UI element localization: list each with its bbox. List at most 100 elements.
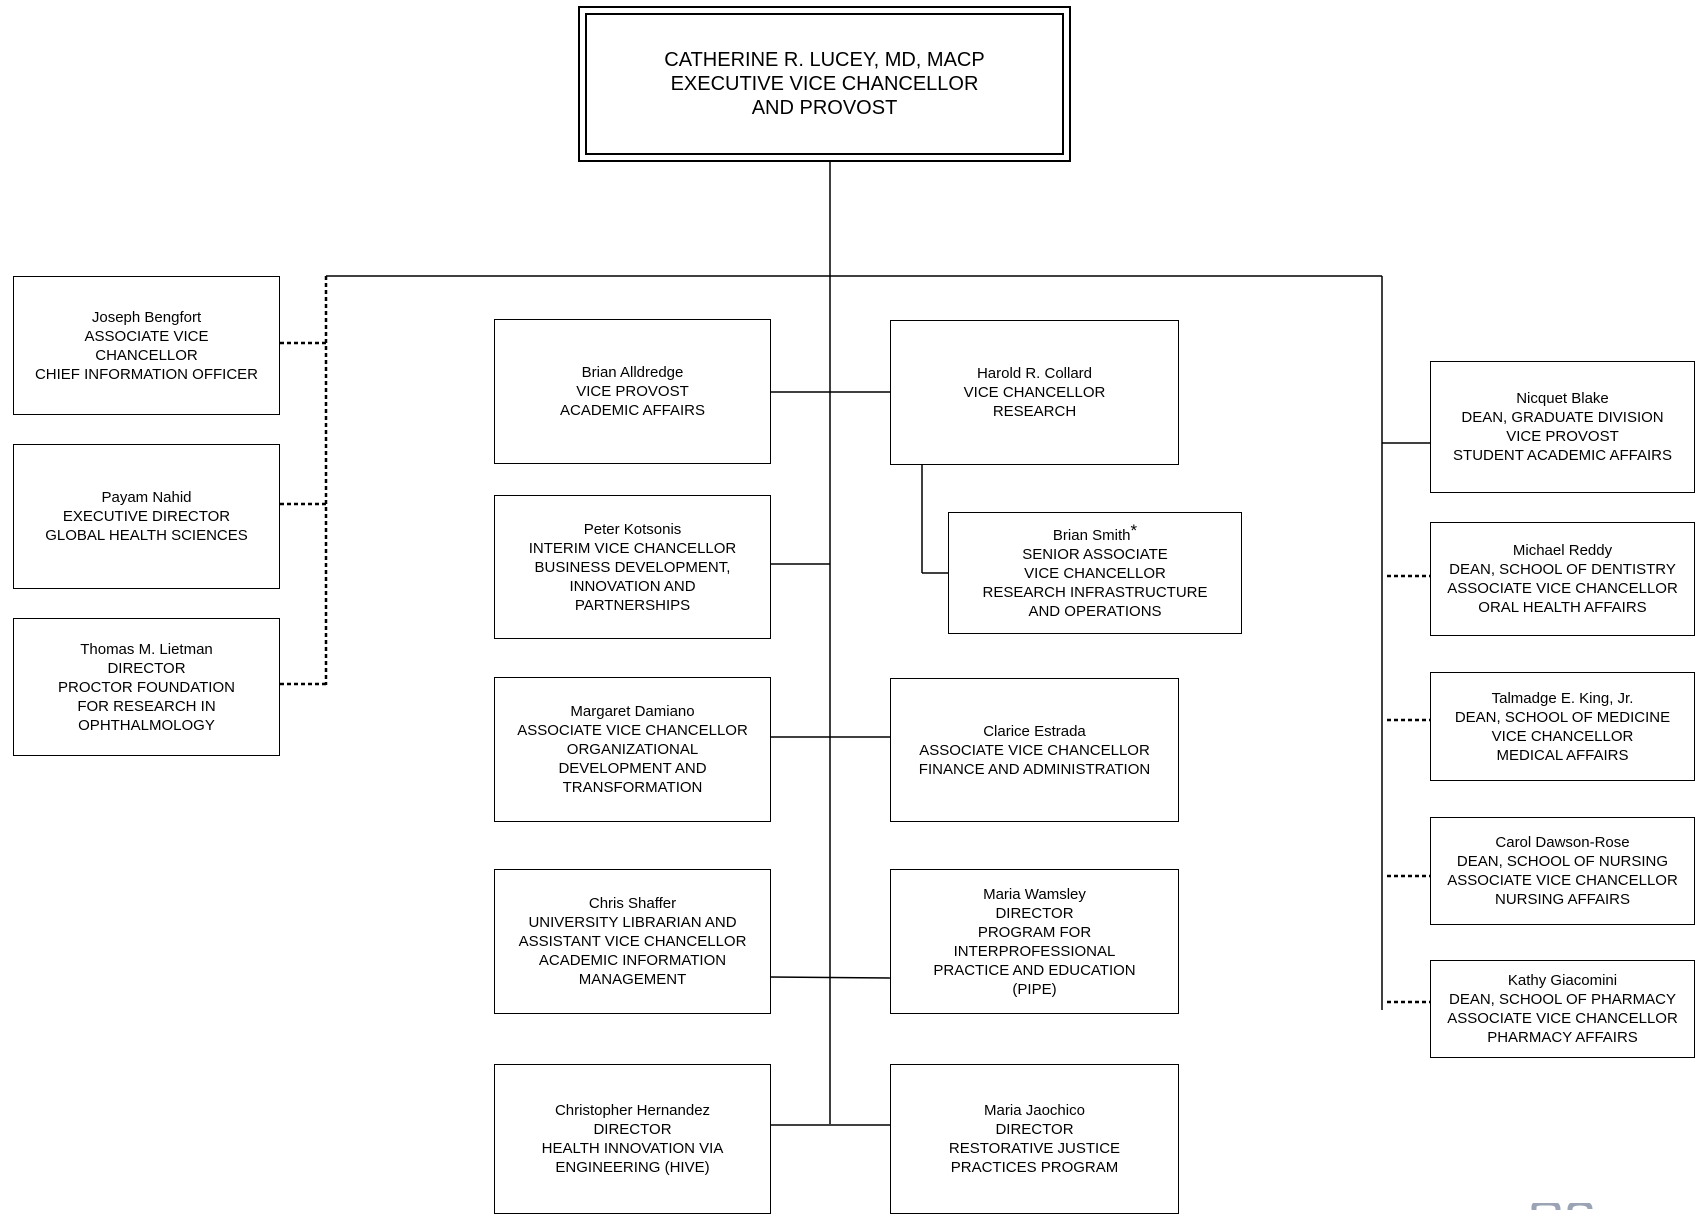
- dawson-rose-box: Carol Dawson-Rose DEAN, SCHOOL OF NURSIN…: [1430, 817, 1695, 925]
- lietman-box: Thomas M. Lietman DIRECTOR PROCTOR FOUND…: [13, 618, 280, 756]
- title-line: RESEARCH INFRASTRUCTURE: [982, 583, 1208, 601]
- person-name: Kathy Giacomini: [1507, 972, 1618, 989]
- title-line: DEAN, SCHOOL OF PHARMACY: [1449, 991, 1676, 1008]
- title-line: TRANSFORMATION: [562, 779, 703, 796]
- title-line: STUDENT ACADEMIC AFFAIRS: [1453, 447, 1672, 464]
- title-line: DIRECTOR: [995, 1121, 1074, 1138]
- title-line: PROGRAM FOR: [977, 923, 1092, 941]
- title-line: FOR RESEARCH IN: [77, 697, 216, 715]
- title-line: VICE CHANCELLOR: [1024, 564, 1166, 582]
- top-line-1: CATHERINE R. LUCEY, MD, MACP: [664, 49, 985, 71]
- title-line: RESEARCH: [992, 403, 1077, 420]
- person-name: Christopher Hernandez: [554, 1102, 711, 1119]
- title-line: CHIEF INFORMATION OFFICER: [34, 365, 259, 383]
- person-name: Joseph Bengfort: [91, 308, 202, 326]
- person-name: Chris Shaffer: [588, 895, 677, 912]
- title-line: GLOBAL HEALTH SCIENCES: [45, 527, 248, 544]
- person-name: Brian Alldredge: [581, 364, 684, 381]
- title-line: BUSINESS DEVELOPMENT,: [534, 558, 731, 576]
- person-name: Maria Wamsley: [983, 885, 1086, 903]
- title-line: DEAN, SCHOOL OF NURSING: [1456, 853, 1669, 870]
- title-line: MANAGEMENT: [578, 971, 687, 988]
- damiano-box: Margaret Damiano ASSOCIATE VICE CHANCELL…: [494, 677, 771, 822]
- logo-shape-icon: [1531, 1200, 1593, 1210]
- title-line: RESTORATIVE JUSTICE: [948, 1140, 1121, 1157]
- title-line: VICE PROVOST: [1506, 428, 1619, 445]
- title-line: ASSOCIATE VICE CHANCELLOR: [919, 741, 1150, 759]
- title-line: VICE PROVOST: [576, 383, 689, 400]
- title-line: DEAN, SCHOOL OF MEDICINE: [1454, 708, 1671, 726]
- title-line: INTERIM VICE CHANCELLOR: [528, 539, 737, 557]
- title-line: ASSOCIATE VICE CHANCELLOR: [1447, 1010, 1678, 1027]
- title-line: ASSOCIATE VICE: [84, 327, 209, 345]
- title-line: ACADEMIC INFORMATION: [538, 952, 727, 969]
- title-line: DIRECTOR: [593, 1121, 672, 1138]
- title-line: FINANCE AND ADMINISTRATION: [918, 760, 1151, 778]
- kotsonis-box: Peter Kotsonis INTERIM VICE CHANCELLOR B…: [494, 495, 771, 639]
- bengfort-box: Joseph Bengfort ASSOCIATE VICE CHANCELLO…: [13, 276, 280, 415]
- title-line: HEALTH INNOVATION VIA: [541, 1140, 724, 1157]
- jaochico-box: Maria Jaochico DIRECTOR RESTORATIVE JUST…: [890, 1064, 1179, 1214]
- reddy-box: Michael Reddy DEAN, SCHOOL OF DENTISTRY …: [1430, 522, 1695, 636]
- person-name: Payam Nahid: [101, 489, 192, 506]
- title-line: ORAL HEALTH AFFAIRS: [1478, 599, 1647, 616]
- title-line: INNOVATION AND: [569, 577, 696, 595]
- title-line: OPHTHALMOLOGY: [78, 716, 215, 734]
- person-name-line: Brian Smith*: [1052, 522, 1137, 545]
- person-name: Margaret Damiano: [570, 703, 695, 720]
- giacomini-box: Kathy Giacomini DEAN, SCHOOL OF PHARMACY…: [1430, 960, 1695, 1058]
- title-line: PROCTOR FOUNDATION: [58, 678, 235, 696]
- title-line: INTERPROFESSIONAL: [953, 942, 1116, 960]
- smith-box: Brian Smith* SENIOR ASSOCIATE VICE CHANC…: [948, 512, 1242, 634]
- title-line: PRACTICE AND EDUCATION: [933, 961, 1136, 979]
- executive-vice-chancellor-box: CATHERINE R. LUCEY, MD, MACP EXECUTIVE V…: [578, 6, 1071, 162]
- title-line: CHANCELLOR: [95, 346, 198, 364]
- alldredge-box: Brian Alldredge VICE PROVOST ACADEMIC AF…: [494, 319, 771, 464]
- asterisk-mark: *: [1130, 520, 1138, 540]
- title-line: ASSOCIATE VICE CHANCELLOR: [1447, 580, 1678, 597]
- shaffer-box: Chris Shaffer UNIVERSITY LIBRARIAN AND A…: [494, 869, 771, 1014]
- title-line: PARTNERSHIPS: [574, 596, 691, 614]
- person-name: Nicquet Blake: [1516, 390, 1609, 407]
- wamsley-box: Maria Wamsley DIRECTOR PROGRAM FOR INTER…: [890, 869, 1179, 1014]
- person-name: Clarice Estrada: [983, 722, 1086, 740]
- title-line: VICE CHANCELLOR: [1491, 727, 1634, 745]
- title-line: NURSING AFFAIRS: [1494, 891, 1631, 908]
- person-name: Harold R. Collard: [976, 365, 1093, 382]
- title-line: MEDICAL AFFAIRS: [1496, 746, 1629, 764]
- person-name: Thomas M. Lietman: [80, 640, 213, 658]
- title-line: DIRECTOR: [995, 904, 1074, 922]
- title-line: (PIPE): [1012, 980, 1057, 998]
- title-line: AND OPERATIONS: [1028, 602, 1162, 620]
- collard-box: Harold R. Collard VICE CHANCELLOR RESEAR…: [890, 320, 1179, 465]
- title-line: ASSISTANT VICE CHANCELLOR: [518, 933, 747, 950]
- title-line: ASSOCIATE VICE CHANCELLOR: [1447, 872, 1678, 889]
- title-line: EXECUTIVE DIRECTOR: [62, 508, 231, 525]
- person-name: Talmadge E. King, Jr.: [1491, 689, 1634, 707]
- king-box: Talmadge E. King, Jr. DEAN, SCHOOL OF ME…: [1430, 672, 1695, 781]
- person-name: Brian Smith: [1052, 526, 1131, 544]
- title-line: ASSOCIATE VICE CHANCELLOR: [517, 722, 748, 739]
- title-line: DIRECTOR: [107, 659, 186, 677]
- title-line: PRACTICES PROGRAM: [950, 1159, 1119, 1176]
- blake-box: Nicquet Blake DEAN, GRADUATE DIVISION VI…: [1430, 361, 1695, 493]
- person-name: Carol Dawson-Rose: [1495, 834, 1630, 851]
- person-name: Maria Jaochico: [984, 1102, 1085, 1119]
- title-line: PHARMACY AFFAIRS: [1487, 1029, 1638, 1046]
- top-line-3: AND PROVOST: [751, 97, 898, 119]
- executive-vice-chancellor-inner: CATHERINE R. LUCEY, MD, MACP EXECUTIVE V…: [585, 13, 1064, 155]
- estrada-box: Clarice Estrada ASSOCIATE VICE CHANCELLO…: [890, 678, 1179, 822]
- top-line-2: EXECUTIVE VICE CHANCELLOR: [670, 73, 979, 95]
- hernandez-box: Christopher Hernandez DIRECTOR HEALTH IN…: [494, 1064, 771, 1214]
- logo-mark: [1530, 1196, 1610, 1210]
- title-line: SENIOR ASSOCIATE: [1022, 545, 1168, 563]
- nahid-box: Payam Nahid EXECUTIVE DIRECTOR GLOBAL HE…: [13, 444, 280, 589]
- title-line: ENGINEERING (HIVE): [555, 1159, 710, 1176]
- title-line: VICE CHANCELLOR: [963, 384, 1106, 401]
- person-name: Michael Reddy: [1512, 542, 1613, 559]
- title-line: DEAN, SCHOOL OF DENTISTRY: [1449, 561, 1676, 578]
- title-line: ORGANIZATIONAL: [566, 741, 699, 758]
- title-line: ACADEMIC AFFAIRS: [559, 402, 706, 419]
